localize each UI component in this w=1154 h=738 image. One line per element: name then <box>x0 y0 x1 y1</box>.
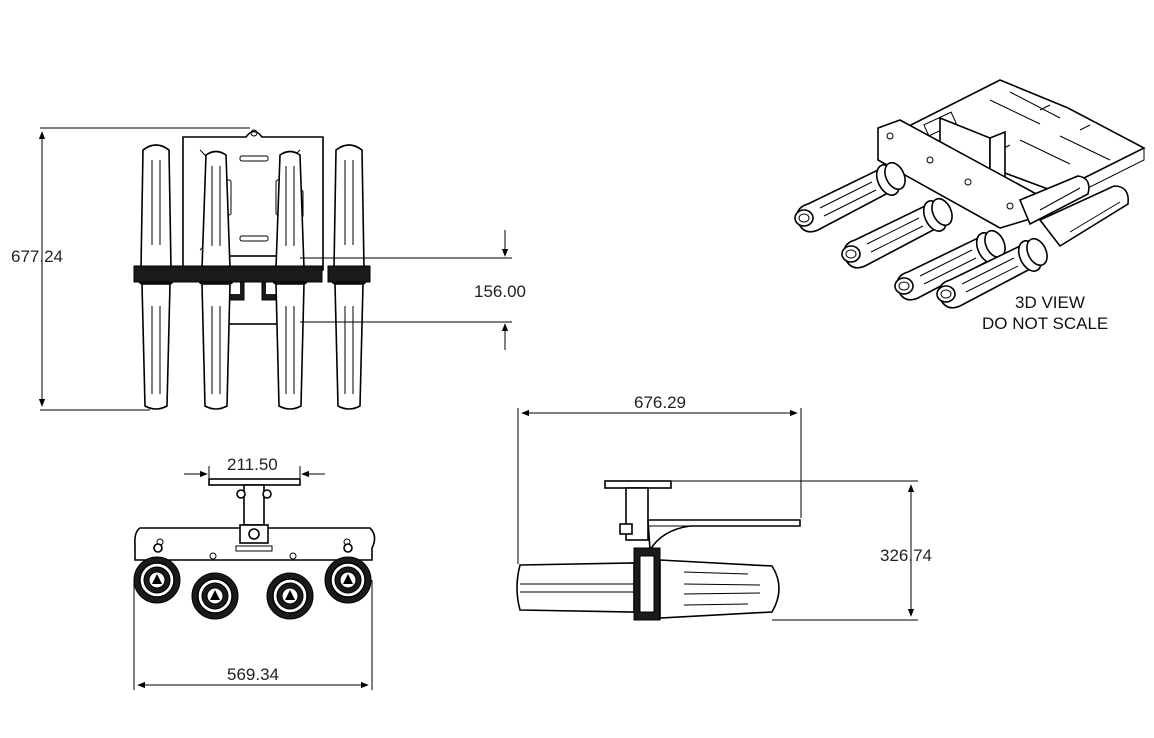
scale-note: DO NOT SCALE <box>982 314 1108 333</box>
dim-side-height: 326.74 <box>880 546 932 565</box>
dim-front-height: 677.24 <box>11 247 63 266</box>
side-view: 676.29 326.74 <box>516 393 932 621</box>
dim-overall-width: 569.34 <box>227 665 279 684</box>
view-label: 3D VIEW <box>1015 293 1085 312</box>
dim-top-plate-width: 211.50 <box>227 455 278 474</box>
front-view: 677.24 156.00 <box>11 127 526 411</box>
dim-side-length: 676.29 <box>634 393 686 412</box>
top-view: 211.50 569.34 <box>133 455 376 690</box>
isometric-view: 3D VIEW DO NOT SCALE <box>794 79 1146 333</box>
dim-bracket-offset: 156.00 <box>474 282 526 301</box>
